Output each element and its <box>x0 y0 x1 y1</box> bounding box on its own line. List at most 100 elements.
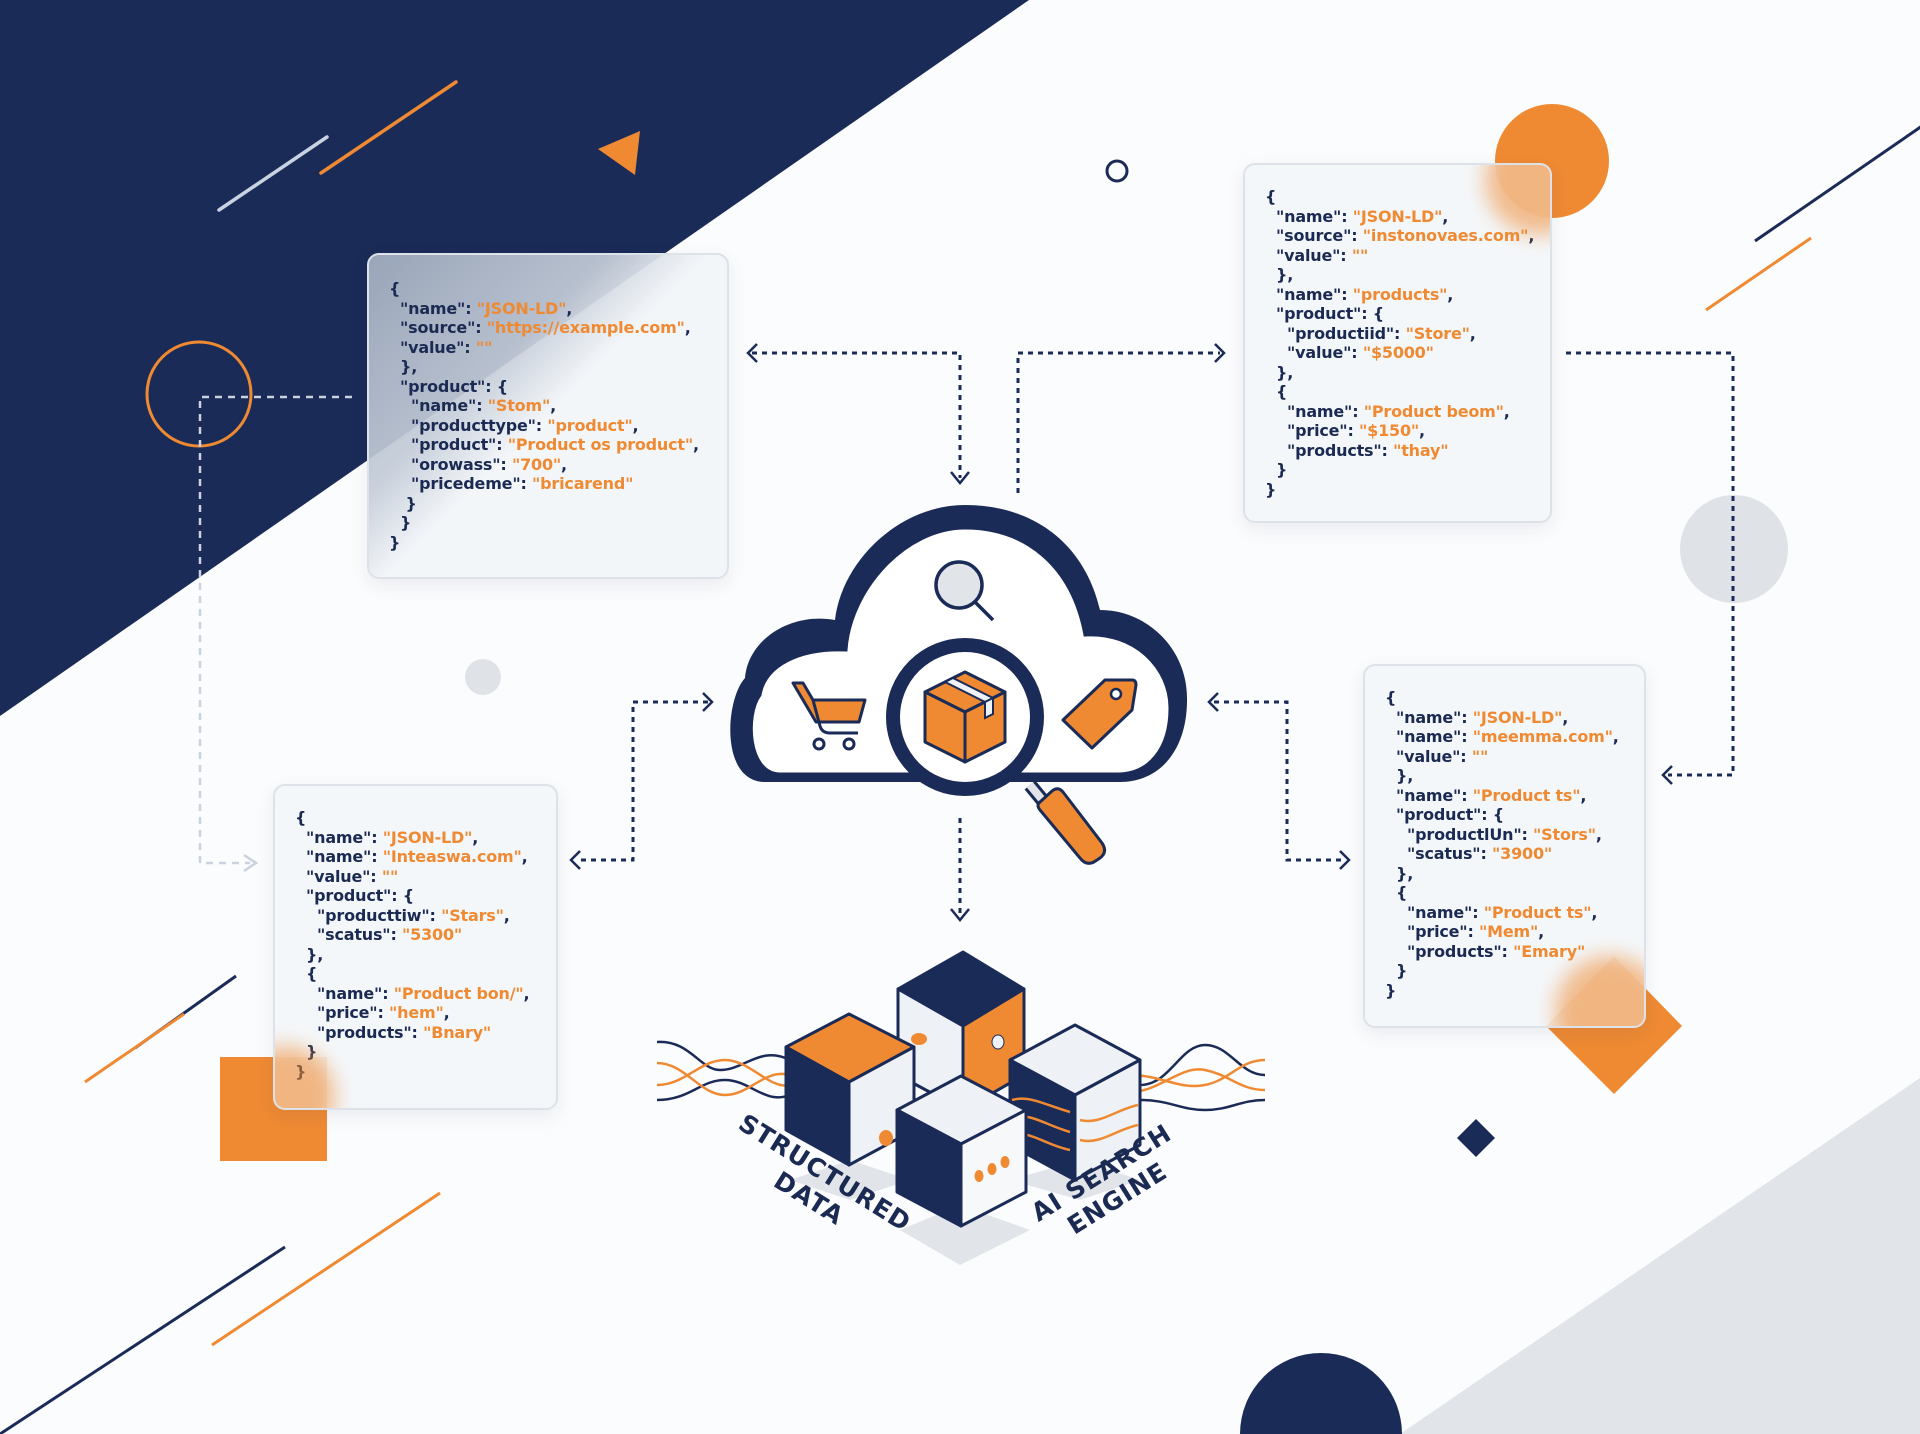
json-punct: : <box>464 337 476 357</box>
gray-dot-decor <box>465 659 501 695</box>
json-punct: : <box>377 1003 390 1022</box>
json-value: "bricarend" <box>532 474 634 493</box>
code-line: "name": "Product beom", <box>1265 402 1534 422</box>
price-tag-icon <box>1061 678 1138 750</box>
code-block: {"name": "JSON-LD","source": "instonovae… <box>1265 187 1534 499</box>
code-line: }, <box>1265 265 1534 285</box>
json-value: "Stars" <box>441 905 504 925</box>
json-key: "name" <box>306 847 372 866</box>
json-punct: , <box>550 396 556 415</box>
json-punct: , <box>1442 206 1449 226</box>
code-line: "productlUn": "Stors", <box>1385 825 1619 845</box>
code-line: "value": "" <box>295 867 529 887</box>
json-key: "source" <box>400 318 476 337</box>
cube-left <box>784 1012 916 1167</box>
code-line: "name": "Stom", <box>389 396 699 416</box>
json-key: "product" <box>400 376 486 396</box>
code-block: {"name": "JSON-LD","source": "https://ex… <box>389 279 699 552</box>
json-punct: : <box>500 454 512 474</box>
connector-knob <box>911 1033 927 1045</box>
json-punct: , <box>693 435 699 454</box>
json-key: "price" <box>1407 922 1468 941</box>
json-key: "source" <box>1276 226 1352 245</box>
json-punct: : <box>1501 941 1514 961</box>
json-value: "Mem" <box>1479 922 1539 941</box>
json-key: "product" <box>306 886 392 905</box>
json-value: "https://example.com" <box>486 318 685 337</box>
code-line: "name": "JSON-LD", <box>1385 708 1619 728</box>
json-punct: , <box>1595 824 1602 844</box>
arrow-head-to-panel1 <box>746 343 758 363</box>
json-key: "name" <box>317 983 383 1003</box>
json-key: "pricedeme" <box>411 474 521 493</box>
json-key: "products" <box>1287 440 1382 460</box>
json-punct: } <box>1396 961 1408 980</box>
json-key: "name" <box>1396 785 1462 805</box>
json-value: "$150" <box>1359 421 1420 440</box>
package-box-icon <box>923 670 1007 764</box>
json-punct: , <box>1538 922 1545 941</box>
code-line: "value": "$5000" <box>1265 343 1534 363</box>
code-line: } <box>389 494 699 514</box>
json-punct: }, <box>1396 766 1414 785</box>
code-line: "productiid": "Store", <box>1265 324 1534 344</box>
code-line: }, <box>1385 864 1619 884</box>
code-line: "name": "meemma.com", <box>1385 727 1619 747</box>
cube-shadow <box>900 1205 1030 1265</box>
json-key: "productlUn" <box>1407 824 1522 844</box>
json-key: "value" <box>1287 343 1352 362</box>
json-key: "value" <box>306 866 371 886</box>
json-punct: { <box>1492 805 1504 824</box>
json-value: "Bnary" <box>423 1022 492 1042</box>
json-punct: , <box>566 298 573 318</box>
json-key: "value" <box>1276 245 1341 265</box>
json-punct: , <box>1612 727 1619 746</box>
json-punct: , <box>1528 226 1535 245</box>
connector-left-light <box>198 395 352 865</box>
json-key: "products" <box>1407 941 1502 961</box>
json-punct: , <box>632 415 639 435</box>
json-value: "Product bon/" <box>393 983 524 1003</box>
json-punct: , <box>561 454 567 474</box>
code-line: }, <box>1385 766 1619 786</box>
code-line: "name": "JSON-LD", <box>389 299 699 319</box>
code-line: "source": "https://example.com", <box>389 318 699 338</box>
json-value: "" <box>381 866 399 886</box>
code-line: "producttype": "product", <box>389 416 699 436</box>
navy-diamond-decor <box>1457 1119 1495 1157</box>
code-line: { <box>1385 883 1619 903</box>
json-punct: : <box>465 298 477 318</box>
json-punct: { <box>1265 187 1277 206</box>
shopping-cart-icon <box>791 681 867 751</box>
code-line: "name": "JSON-LD", <box>295 828 529 848</box>
json-punct: { <box>1396 883 1408 902</box>
code-line: } <box>389 513 699 533</box>
decor-line-navy-bl2 <box>0 1245 286 1434</box>
json-value: "Product ts" <box>1483 902 1592 922</box>
json-value: "700" <box>511 454 562 474</box>
json-punct: , <box>1591 902 1598 922</box>
json-punct: }, <box>1396 863 1414 883</box>
json-punct: } <box>1276 460 1288 479</box>
connector-cloud-right <box>1214 700 1344 862</box>
small-ring-decor <box>1105 159 1129 183</box>
json-value: "" <box>475 337 493 357</box>
json-punct: , <box>1503 401 1510 421</box>
json-punct: : <box>382 983 394 1003</box>
code-line: "products": "Bnary" <box>295 1023 529 1043</box>
decor-line-orange <box>319 80 458 175</box>
arrow-head-left-light <box>243 853 259 873</box>
json-punct: , <box>1419 421 1425 440</box>
code-line: } <box>389 533 699 553</box>
code-line: "orowass": "700", <box>389 455 699 475</box>
json-key: "name" <box>306 827 372 847</box>
json-punct: : <box>520 474 533 493</box>
json-punct: { <box>295 808 307 827</box>
search-icon <box>934 560 995 622</box>
json-key: "name" <box>400 298 466 318</box>
json-punct: : <box>371 827 383 847</box>
code-line: "scatus": "5300" <box>295 925 529 945</box>
code-line: "name": "products", <box>1265 285 1534 305</box>
json-key: "name" <box>1276 206 1342 226</box>
